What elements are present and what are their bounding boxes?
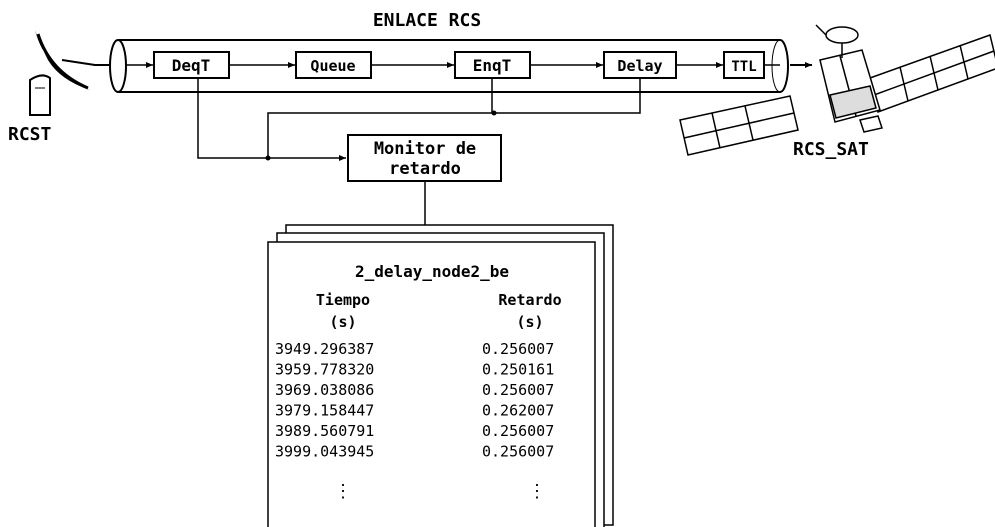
col-time-unit: (s) [329,313,356,331]
block-ttl-label: TTL [731,59,756,75]
trace-delay-value: 0.256007 [482,422,554,440]
monitor-label-line1: Monitor de [374,139,476,159]
block-delay: Delay [604,52,676,78]
trace-delay-value: 0.256007 [482,340,554,358]
block-deqt: DeqT [154,52,229,78]
link-title: ENLACE RCS [373,10,481,31]
block-queue-label: Queue [310,57,355,75]
col-delay-unit: (s) [516,313,543,331]
trace-time-value: 3999.043945 [275,443,374,461]
trace-time-value: 3979.158447 [275,402,374,420]
block-deqt-label: DeqT [172,56,211,75]
monitor-label-line2: retardo [389,159,461,179]
block-ttl: TTL [724,52,764,78]
satellite-dish-icon [30,30,95,115]
monitor-block: Monitor de retardo [348,135,501,181]
block-queue: Queue [296,52,371,78]
trace-delay-value: 0.256007 [482,381,554,399]
trace-time-value: 3989.560791 [275,422,374,440]
block-enqt: EnqT [455,52,530,78]
delay-ellipsis: ⋮ [528,481,546,502]
rcst-label: RCST [8,124,52,145]
rcs-sat-label: RCS_SAT [793,139,869,160]
satellite-icon [680,25,995,155]
trace-filename: 2_delay_node2_be [355,262,509,281]
trace-time-value: 3949.296387 [275,340,374,358]
time-ellipsis: ⋮ [334,481,352,502]
trace-delay-value: 0.262007 [482,402,554,420]
trace-time-value: 3959.778320 [275,361,374,379]
trace-delay-value: 0.256007 [482,443,554,461]
col-time-header: Tiempo [316,291,370,309]
junction-dot [266,156,271,161]
block-delay-label: Delay [617,57,662,75]
trace-time-value: 3969.038086 [275,381,374,399]
junction-dot [492,111,497,116]
block-enqt-label: EnqT [473,56,512,75]
trace-delay-value: 0.250161 [482,361,554,379]
col-delay-header: Retardo [498,291,561,309]
